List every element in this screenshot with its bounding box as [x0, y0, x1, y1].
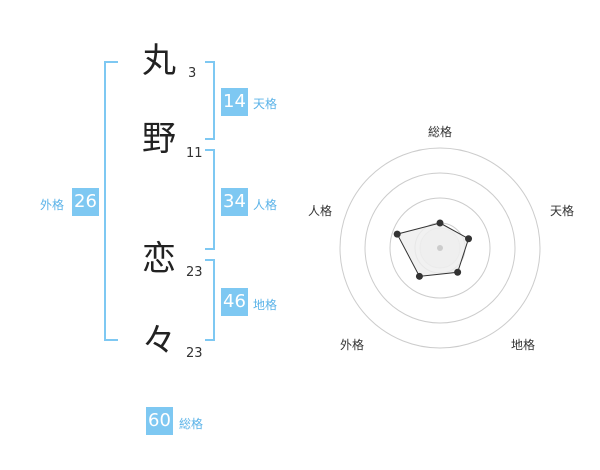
jinkaku-value: 34 — [221, 188, 248, 216]
tenkaku-bracket-top — [205, 61, 215, 63]
name-char-2: 野 — [142, 119, 176, 159]
radar-axis-label-gaikaku: 外格 — [340, 338, 365, 352]
radar-axis-label-tenkaku: 天格 — [550, 204, 575, 218]
radar-point-2 — [465, 235, 473, 243]
stroke-count-3: 23 — [186, 265, 203, 280]
tenkaku-label: 天格 — [253, 97, 278, 111]
soukaku-label: 総格 — [179, 417, 204, 431]
gaikaku-bracket-vertical — [104, 61, 106, 341]
radar-ring-2 — [389, 197, 491, 299]
gaikaku-bracket-bottom — [104, 339, 118, 341]
name-char-4: 々 — [142, 321, 176, 361]
radar-point-3 — [454, 268, 462, 276]
radar-axis-label-jinkaku: 人格 — [308, 204, 333, 218]
tenkaku-bracket-vertical — [213, 61, 215, 140]
gaikaku-bracket-top — [104, 61, 118, 63]
chikaku-bracket-vertical — [213, 259, 215, 341]
chikaku-bracket-bottom — [205, 339, 215, 341]
gaikaku-label: 外格 — [40, 198, 65, 212]
stroke-count-4: 23 — [186, 346, 203, 361]
radar-polygon — [396, 222, 470, 277]
chikaku-label: 地格 — [253, 298, 278, 312]
jinkaku-label: 人格 — [253, 198, 278, 212]
chikaku-value: 46 — [221, 288, 248, 316]
chikaku-bracket-top — [205, 259, 215, 261]
stroke-count-2: 11 — [186, 146, 203, 161]
gaikaku-value: 26 — [72, 188, 99, 216]
name-char-1: 丸 — [142, 41, 176, 81]
soukaku-value: 60 — [146, 407, 173, 435]
jinkaku-bracket-bottom — [205, 248, 215, 250]
jinkaku-bracket-top — [205, 149, 215, 151]
jinkaku-bracket-vertical — [213, 149, 215, 250]
radar-ring-3 — [364, 172, 516, 324]
radar-center-dot — [437, 245, 443, 251]
tenkaku-value: 14 — [221, 88, 248, 116]
name-char-3: 恋 — [142, 239, 176, 279]
stroke-count-1: 3 — [188, 66, 197, 81]
radar-point-5 — [393, 230, 401, 238]
radar-point-4 — [415, 272, 423, 280]
radar-point-1 — [436, 219, 444, 227]
radar-axis-label-chikaku: 地格 — [511, 338, 536, 352]
radar-axis-label-soukaku: 総格 — [428, 125, 453, 139]
tenkaku-bracket-bottom — [205, 138, 215, 140]
radar-ring-4 — [339, 147, 541, 349]
